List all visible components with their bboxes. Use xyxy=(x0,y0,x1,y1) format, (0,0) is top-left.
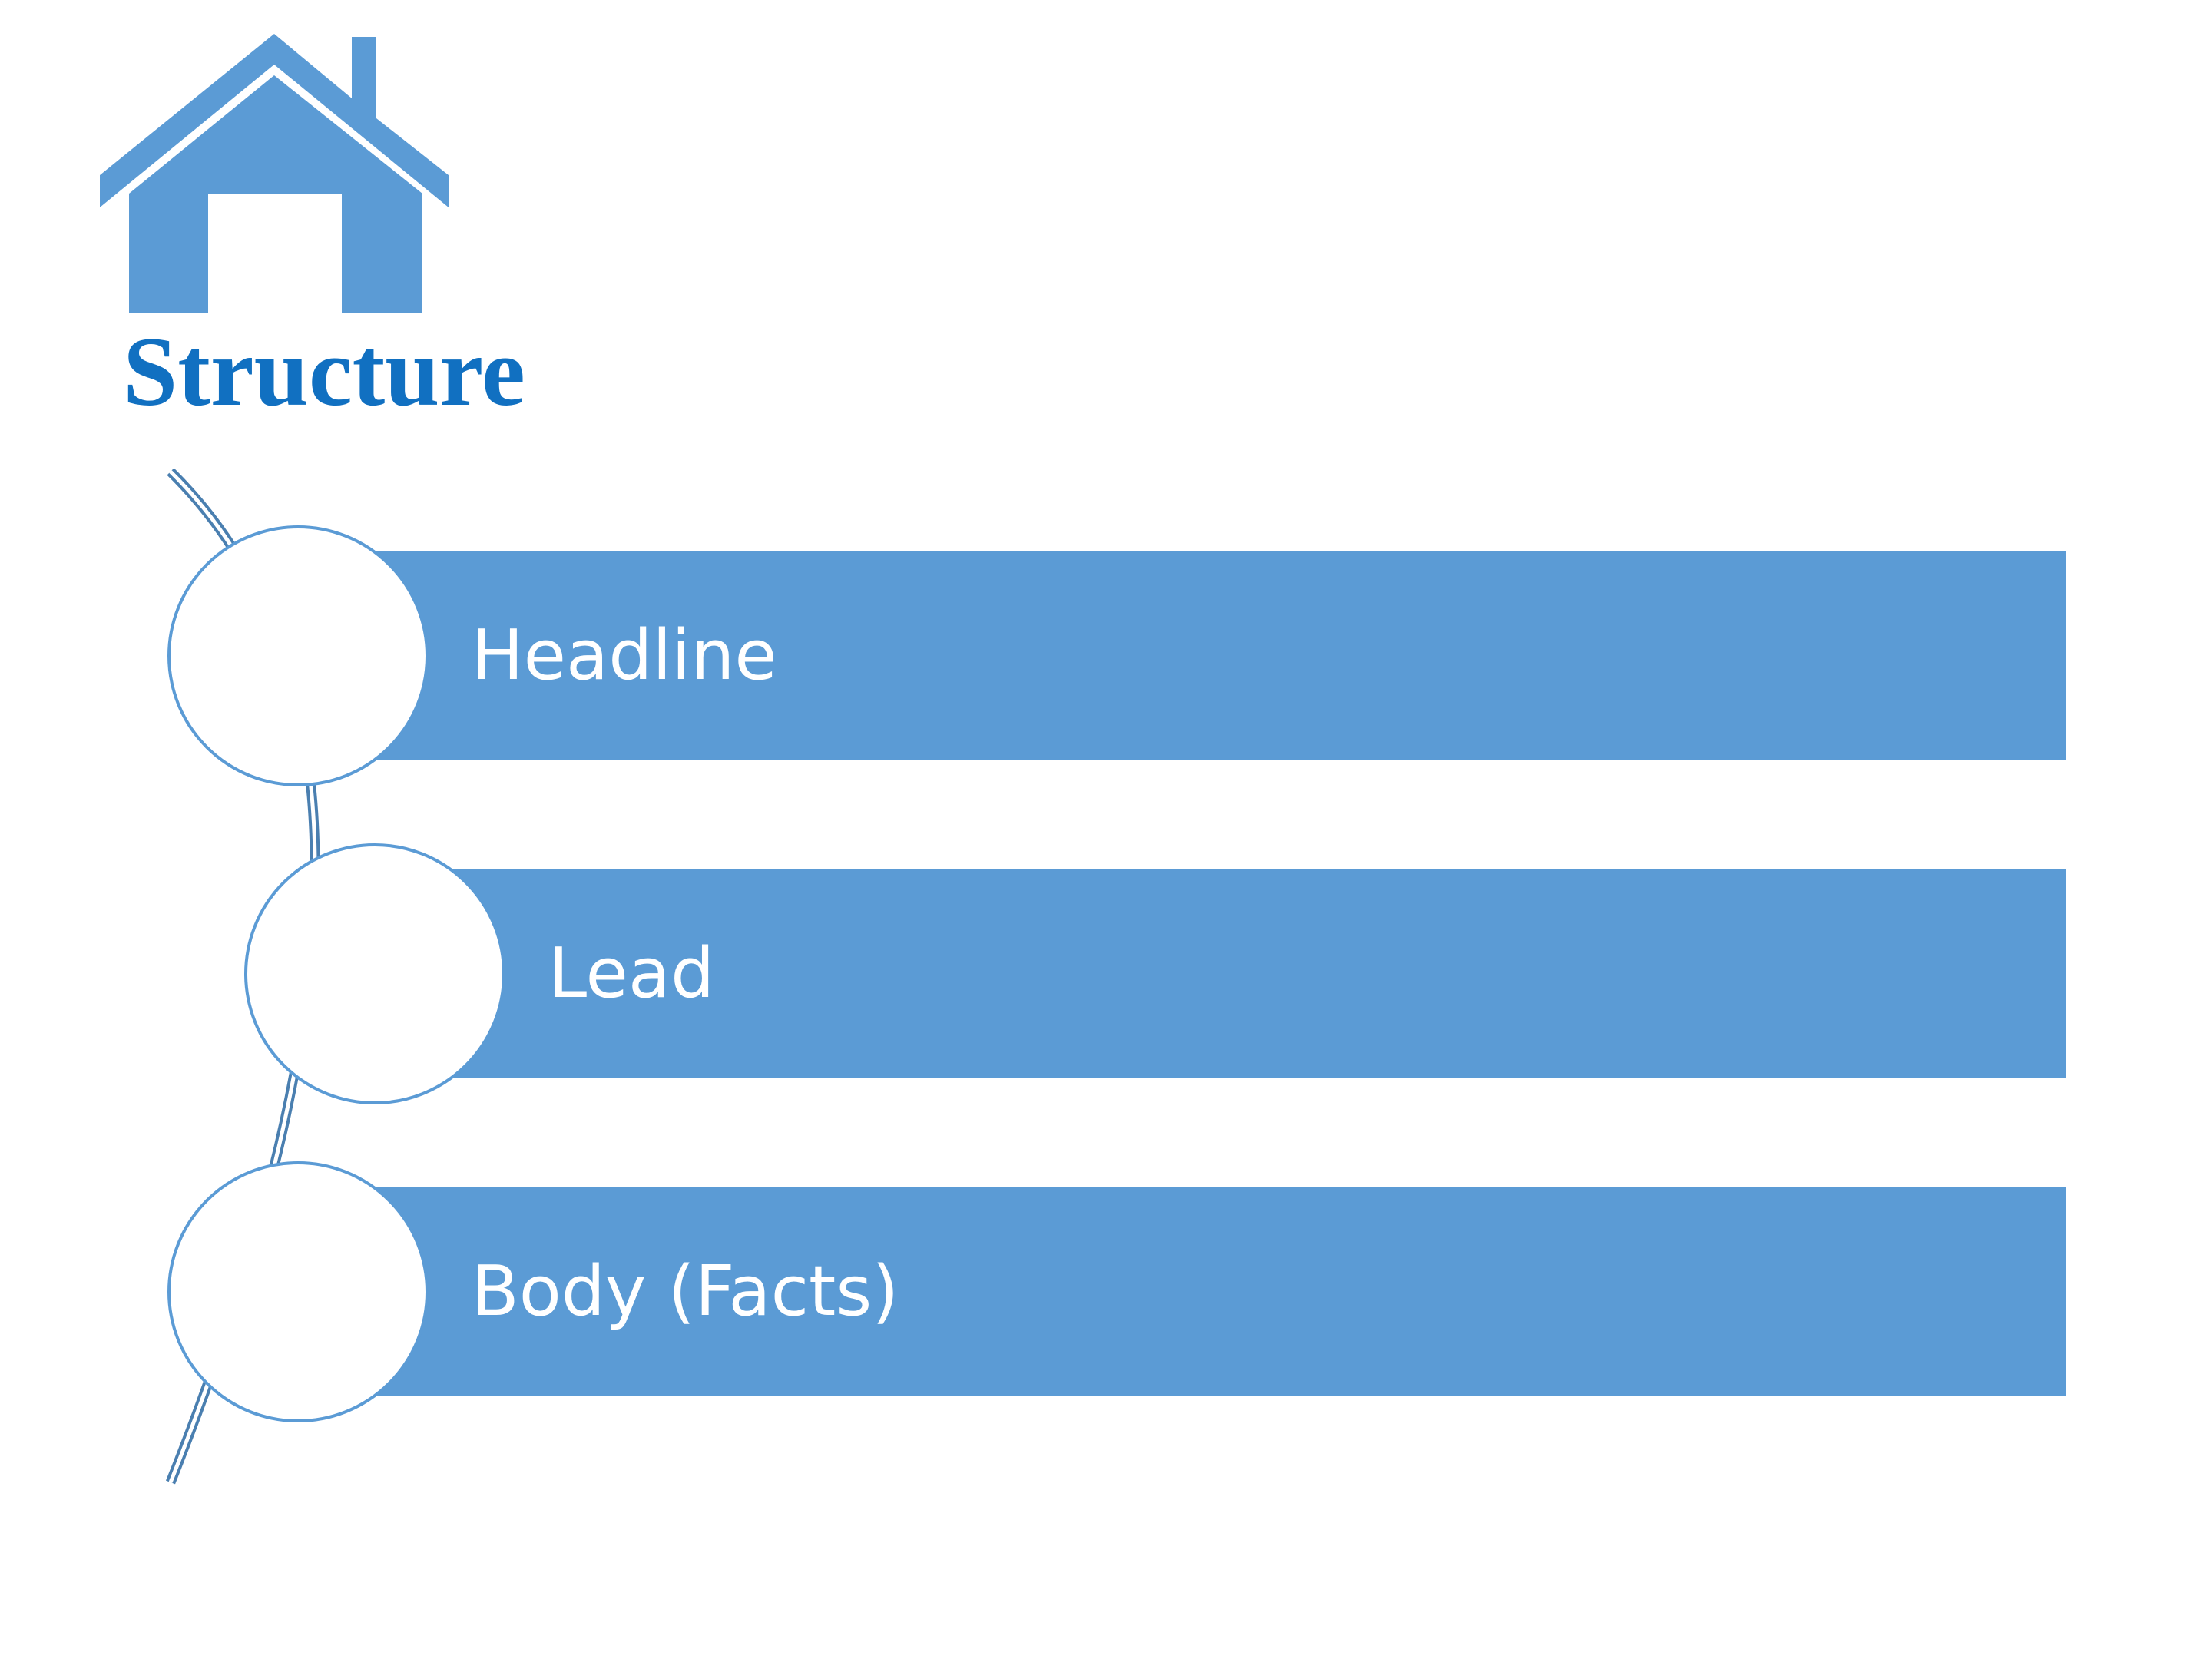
step-circle-body xyxy=(167,1161,429,1422)
step-label-lead: Lead xyxy=(548,933,715,1014)
step-bar-body: Body (Facts) xyxy=(300,1187,2066,1396)
step-circle-lead xyxy=(244,843,505,1104)
step-bar-headline: Headline xyxy=(300,551,2066,760)
step-circle-headline xyxy=(167,525,429,786)
page-title: Structure xyxy=(123,317,525,426)
step-bar-lead: Lead xyxy=(300,869,2066,1078)
step-label-headline: Headline xyxy=(472,615,777,696)
step-label-body: Body (Facts) xyxy=(472,1251,899,1332)
